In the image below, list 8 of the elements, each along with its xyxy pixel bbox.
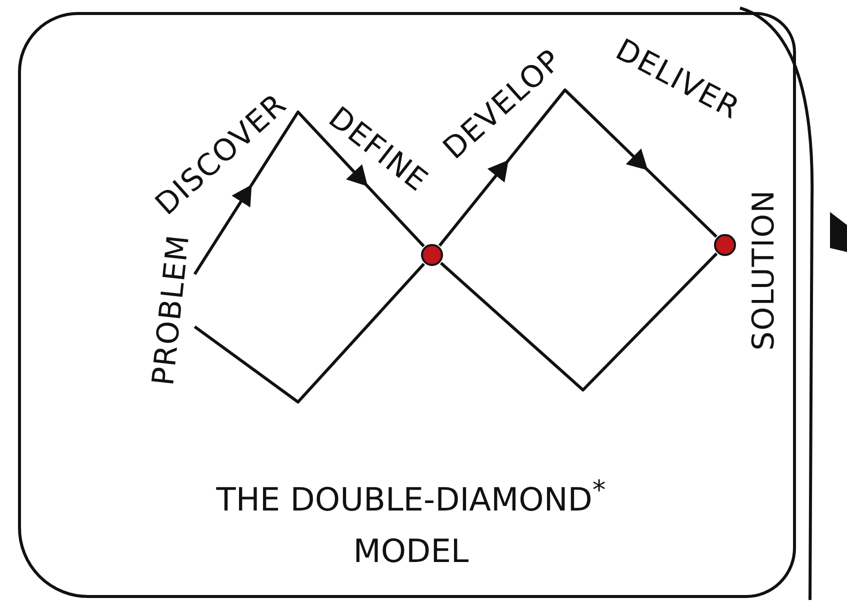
arrow (193, 110, 425, 275)
stage-label: SOLUTION (750, 189, 780, 351)
milestone-dot (421, 244, 443, 266)
model-title: THE DOUBLE-DIAMOND$^{*}$ MODEL (215, 474, 607, 572)
stage-label: PROBLEM (149, 233, 195, 387)
milestone-dot (714, 234, 736, 256)
model-frame (18, 12, 796, 598)
arrow (438, 88, 718, 247)
